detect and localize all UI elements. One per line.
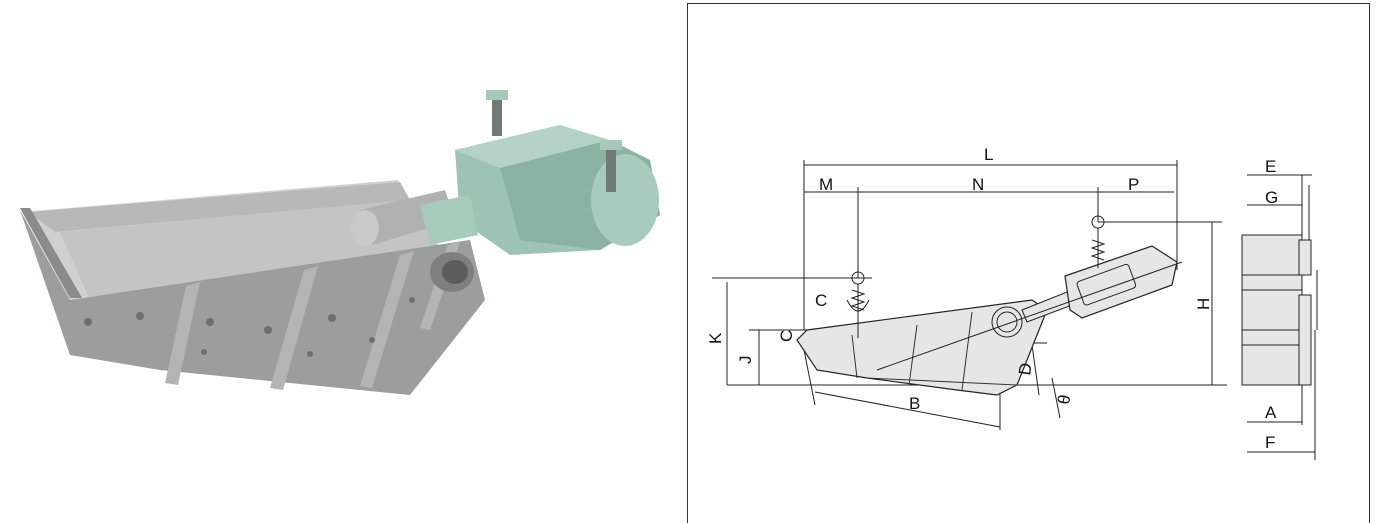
trough-lip bbox=[20, 208, 82, 298]
hanger-springs bbox=[846, 215, 1106, 338]
dim-label-C-vertical: C bbox=[777, 330, 796, 342]
dim-label-J: J bbox=[736, 356, 755, 365]
feeder-body-outline bbox=[796, 299, 1048, 396]
dim-label-K: K bbox=[706, 332, 725, 344]
drive-unit-outline bbox=[1064, 245, 1178, 319]
drawing-frame bbox=[687, 3, 1370, 523]
dim-label-C: C bbox=[815, 291, 827, 310]
dim-label-E: E bbox=[1265, 157, 1276, 176]
dim-label-B: B bbox=[909, 394, 920, 413]
dim-label-A: A bbox=[1265, 403, 1277, 422]
dim-label-P: P bbox=[1128, 175, 1139, 194]
suspension-springs bbox=[486, 90, 622, 192]
dim-label-N: N bbox=[972, 175, 984, 194]
bolt-heads bbox=[84, 297, 415, 357]
side-view bbox=[1241, 174, 1318, 460]
dim-label-H: H bbox=[1194, 298, 1213, 310]
dim-label-D: D bbox=[1015, 362, 1036, 377]
dim-label-theta: θ bbox=[1054, 393, 1074, 406]
trough-back-wall bbox=[28, 182, 410, 232]
body-port bbox=[991, 306, 1023, 338]
trough-side-plate bbox=[20, 210, 485, 395]
dim-label-F: F bbox=[1265, 433, 1275, 452]
dim-label-M: M bbox=[819, 175, 833, 194]
trough-floor bbox=[60, 200, 440, 300]
dimension-drawing: L M N P C K J C B D θ H E G A F bbox=[706, 145, 1318, 460]
dim-label-G: G bbox=[1265, 188, 1278, 207]
dim-label-L: L bbox=[984, 145, 993, 164]
feeder-photo bbox=[20, 90, 660, 395]
